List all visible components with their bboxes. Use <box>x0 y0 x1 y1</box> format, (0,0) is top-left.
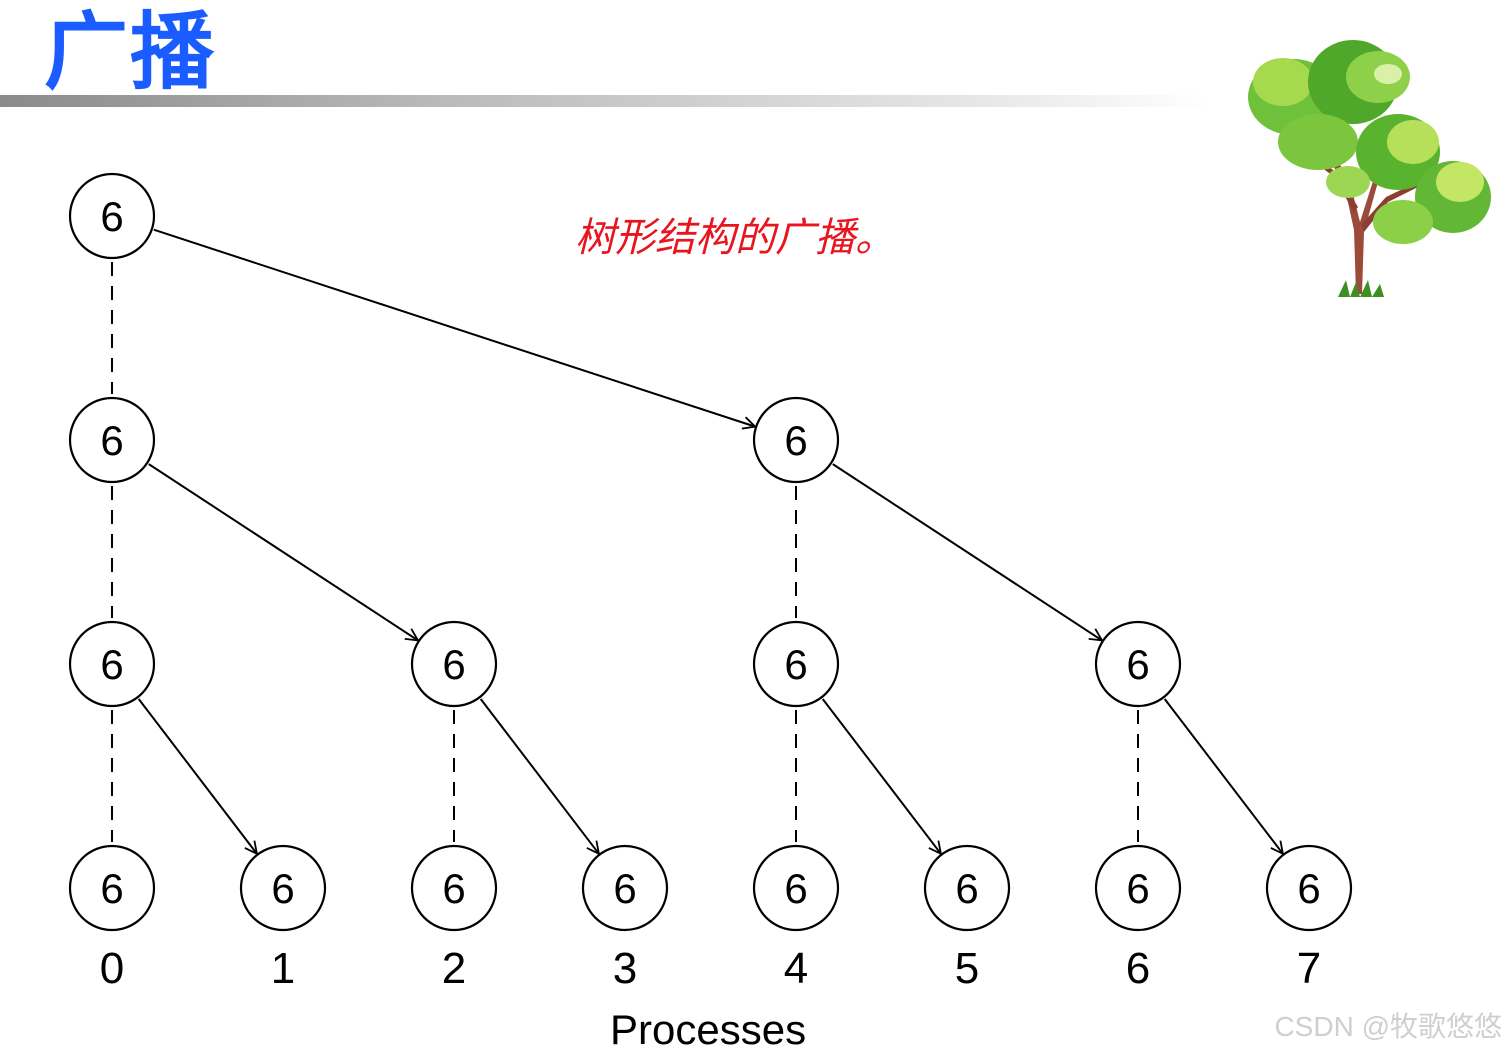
node-circle <box>68 844 156 932</box>
node-level3-p3: 6 <box>581 844 669 932</box>
node-circle <box>239 844 327 932</box>
process-label-7: 7 <box>1297 944 1321 993</box>
node-circle <box>68 396 156 484</box>
node-value: 6 <box>955 865 978 912</box>
send-arrow-0-to-1 <box>137 698 257 854</box>
process-labels-layer: 0 1 2 3 4 5 6 7 <box>100 944 1321 993</box>
node-circle <box>752 396 840 484</box>
node-level2-p6: 6 <box>1094 620 1182 708</box>
node-level2-p2: 6 <box>410 620 498 708</box>
process-label-0: 0 <box>100 944 124 993</box>
node-level3-p0: 6 <box>68 844 156 932</box>
node-level2-p0: 6 <box>68 620 156 708</box>
node-circle <box>752 620 840 708</box>
watermark: CSDN @牧歌悠悠 <box>1274 1011 1502 1042</box>
node-value: 6 <box>1126 865 1149 912</box>
node-circle <box>410 844 498 932</box>
nodes-layer: 6 6 6 6 6 6 6 6 6 6 6 6 6 6 6 <box>68 172 1353 932</box>
node-value: 6 <box>784 641 807 688</box>
process-label-4: 4 <box>784 944 808 993</box>
node-circle <box>581 844 669 932</box>
node-level3-p4: 6 <box>752 844 840 932</box>
node-level1-p0: 6 <box>68 396 156 484</box>
node-level3-p5: 6 <box>923 844 1011 932</box>
send-arrow-0-to-2 <box>148 463 418 640</box>
node-level2-p4: 6 <box>752 620 840 708</box>
node-value: 6 <box>100 193 123 240</box>
node-value: 6 <box>100 641 123 688</box>
node-value: 6 <box>613 865 636 912</box>
node-value: 6 <box>1297 865 1320 912</box>
node-value: 6 <box>784 865 807 912</box>
node-level0-p0: 6 <box>68 172 156 260</box>
send-arrow-2-to-3 <box>479 698 599 854</box>
process-label-6: 6 <box>1126 944 1150 993</box>
axis-label-processes: Processes <box>610 1006 807 1053</box>
process-label-5: 5 <box>955 944 979 993</box>
node-circle <box>1265 844 1353 932</box>
node-value: 6 <box>784 417 807 464</box>
send-arrow-0-to-4 <box>153 228 755 427</box>
send-arrow-4-to-5 <box>821 698 941 854</box>
node-circle <box>410 620 498 708</box>
node-level1-p4: 6 <box>752 396 840 484</box>
node-level3-p1: 6 <box>239 844 327 932</box>
process-label-1: 1 <box>271 944 295 993</box>
node-level3-p7: 6 <box>1265 844 1353 932</box>
node-value: 6 <box>442 641 465 688</box>
diagram-caption: 树形结构的广播。 <box>575 215 895 261</box>
node-circle <box>1094 620 1182 708</box>
node-value: 6 <box>442 865 465 912</box>
slide-title: 广播 <box>44 3 217 101</box>
tree-illustration-icon <box>1248 40 1491 297</box>
send-arrow-4-to-6 <box>832 463 1102 640</box>
node-value: 6 <box>1126 641 1149 688</box>
edges-layer <box>111 228 1283 854</box>
node-circle <box>752 844 840 932</box>
node-circle <box>68 172 156 260</box>
node-level3-p2: 6 <box>410 844 498 932</box>
process-label-3: 3 <box>613 944 637 993</box>
title-underline-bar <box>0 95 1212 107</box>
node-value: 6 <box>100 865 123 912</box>
node-circle <box>68 620 156 708</box>
node-circle <box>1094 844 1182 932</box>
node-circle <box>923 844 1011 932</box>
send-arrow-6-to-7 <box>1163 698 1283 854</box>
node-level3-p6: 6 <box>1094 844 1182 932</box>
node-value: 6 <box>271 865 294 912</box>
node-value: 6 <box>100 417 123 464</box>
process-label-2: 2 <box>442 944 466 993</box>
